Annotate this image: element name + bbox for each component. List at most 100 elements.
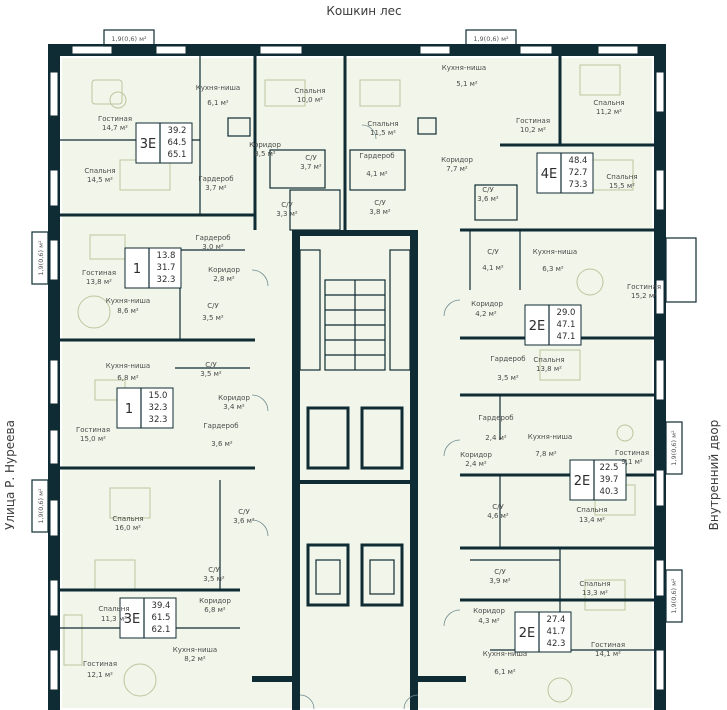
room-name: Гостиная [591, 641, 625, 649]
room-area: 14,1 м² [595, 650, 621, 658]
room-area: 9,1 м² [621, 458, 643, 466]
room-area: 3,5 м² [203, 575, 225, 583]
balcony-label-left-lower: 1,9(0,6) м² [37, 488, 45, 524]
room-area: 4,3 м² [478, 617, 500, 625]
room-name: Гардероб [203, 422, 238, 430]
room-area: 6,1 м² [207, 99, 229, 107]
apartment-living-area: 48.4 [569, 156, 588, 166]
apartment-summaries: 3Е 39.2 64.5 65.1 4Е 48.4 72.7 73.3 1 13… [116, 122, 627, 653]
room-labels: Гостиная 14,7 м² Кухня-ниша 6,1 м² Спаль… [76, 64, 661, 679]
room-area: 6,8 м² [117, 374, 139, 382]
room-area: 12,1 м² [87, 671, 113, 679]
apartment-summary: 3Е 39.2 64.5 65.1 [135, 122, 193, 164]
room-name: Кухня-ниша [533, 248, 577, 256]
room-name: Коридор [199, 597, 231, 605]
apartment-total-area: 72.7 [569, 168, 588, 178]
room-area: 6,8 м² [204, 606, 226, 614]
room-name: Кухня-ниша [442, 64, 486, 72]
room-name: Коридор [441, 156, 473, 164]
room-area: 8,6 м² [117, 307, 139, 315]
room-area: 8,5 м² [254, 150, 276, 158]
apartment-summary: 3Е 39.4 61.5 62.1 [119, 597, 177, 639]
room-name: С/У [205, 361, 217, 369]
apartment-code: 1 [125, 402, 133, 417]
apartment-total-balcony-area: 73.3 [569, 180, 588, 190]
room-area: 3,6 м² [233, 517, 255, 525]
room-name: Кухня-ниша [106, 362, 150, 370]
room-area: 15,0 м² [80, 435, 106, 443]
room-name: Спальня [593, 99, 624, 107]
room-name: Спальня [579, 580, 610, 588]
room-name: Гостиная [82, 269, 116, 277]
balcony-label-top-left: 1,9(0,6) м² [111, 35, 147, 43]
room-area: 2,8 м² [213, 275, 235, 283]
room-name: Коридор [473, 607, 505, 615]
apartment-total-area: 39.7 [600, 475, 619, 485]
apartment-total-balcony-area: 32.3 [157, 275, 176, 285]
room-area: 13,4 м² [579, 516, 605, 524]
apartment-total-balcony-area: 47.1 [557, 332, 576, 342]
apartment-summary: 1 15.0 32.3 32.3 [116, 387, 174, 429]
room-area: 13,3 м² [582, 589, 608, 597]
room-area: 3,3 м² [276, 210, 298, 218]
apartment-living-area: 27.4 [547, 615, 566, 625]
room-name: С/У [208, 566, 220, 574]
room-name: Гостиная [516, 117, 550, 125]
right-edge-label: Внутренний двор [707, 420, 721, 531]
room-name: Коридор [471, 300, 503, 308]
room-name: Кухня-ниша [173, 646, 217, 654]
room-name: Гардероб [195, 234, 230, 242]
room-area: 3,5 м² [200, 370, 222, 378]
apartment-total-area: 32.3 [149, 403, 168, 413]
room-area: 3,7 м² [205, 184, 227, 192]
room-name: С/У [281, 201, 293, 209]
room-name: Коридор [208, 266, 240, 274]
balcony-label-left: 1,9(0,6) м² [37, 240, 45, 276]
room-area: 13,8 м² [86, 278, 112, 286]
room-area: 2,4 м² [465, 460, 487, 468]
apartment-summary: 2Е 22.5 39.7 40.3 [569, 459, 627, 501]
room-name: Гардероб [198, 175, 233, 183]
apartment-total-balcony-area: 32.3 [149, 415, 168, 425]
apartment-total-area: 47.1 [557, 320, 576, 330]
room-area: 8,2 м² [184, 655, 206, 663]
apartment-total-balcony-area: 40.3 [600, 487, 619, 497]
room-name: С/У [305, 154, 317, 162]
room-name: С/У [374, 199, 386, 207]
room-area: 3,0 м² [202, 243, 224, 251]
apartment-summary: 2Е 29.0 47.1 47.1 [524, 304, 582, 346]
apartment-code: 2Е [574, 474, 591, 489]
room-area: 3,5 м² [497, 374, 519, 382]
room-area: 5,1 м² [456, 80, 478, 88]
apartment-total-balcony-area: 42.3 [547, 639, 566, 649]
room-name: Спальня [112, 515, 143, 523]
room-name: Гардероб [478, 414, 513, 422]
room-name: С/У [207, 302, 219, 310]
balconies: 1,9(0,6) м² 1,9(0,6) м² 1,9(0,6) м² 1,9(… [31, 29, 697, 623]
room-name: Гостиная [627, 283, 661, 291]
building-core [252, 230, 466, 710]
room-name: Гостиная [76, 426, 110, 434]
room-name: Спальня [533, 356, 564, 364]
balcony-label-right-upper: 1,9(0,6) м² [670, 430, 678, 466]
room-area: 3,6 м² [477, 195, 499, 203]
apartment-living-area: 15.0 [149, 391, 168, 401]
balcony-label-top-right: 1,9(0,6) м² [473, 35, 509, 43]
room-name: Спальня [576, 506, 607, 514]
apartment-living-area: 22.5 [600, 463, 619, 473]
apartment-total-area: 61.5 [152, 613, 171, 623]
room-area: 11,5 м² [370, 129, 396, 137]
apartment-total-area: 41.7 [547, 627, 566, 637]
room-area: 14,5 м² [87, 176, 113, 184]
room-name: Спальня [367, 120, 398, 128]
apartment-code: 3Е [140, 137, 157, 152]
room-area: 13,8 м² [536, 365, 562, 373]
apartment-code: 1 [133, 262, 141, 277]
room-area: 4,1 м² [482, 264, 504, 272]
room-area: 3,8 м² [369, 208, 391, 216]
room-name: Гостиная [615, 449, 649, 457]
balcony-label-right-lower: 1,9(0,6) м² [670, 578, 678, 614]
room-area: 6,1 м² [494, 668, 516, 676]
room-name: Коридор [249, 141, 281, 149]
